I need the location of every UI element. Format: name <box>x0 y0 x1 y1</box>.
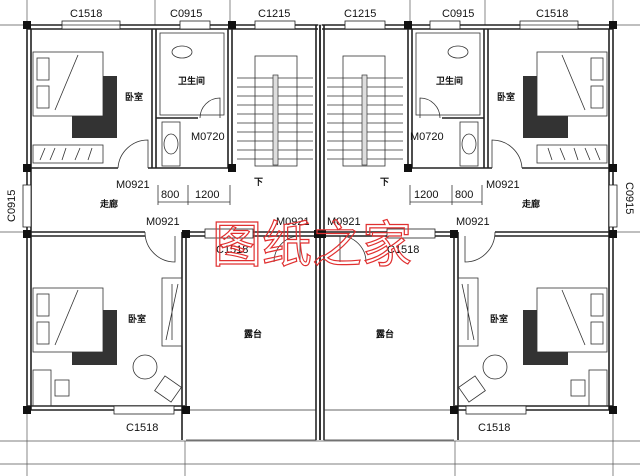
window-label: C1518 <box>478 422 510 434</box>
stair-down-label: 下 <box>254 177 263 188</box>
watermark: 图纸之家 <box>212 216 412 274</box>
window-label: C1215 <box>258 8 290 20</box>
window-label: C1518 <box>70 8 102 20</box>
window-label: C1518 <box>536 8 568 20</box>
door-label: M0921 <box>276 216 310 228</box>
room-label-terrace: 露台 <box>376 328 394 340</box>
room-label-bathroom: 卫生间 <box>436 75 463 87</box>
window-label: C0915 <box>6 190 18 222</box>
room-label-terrace: 露台 <box>244 328 262 340</box>
door-label: M0720 <box>410 131 444 143</box>
door-label: M0921 <box>146 216 180 228</box>
dimension-label: 800 <box>161 189 179 201</box>
room-label-bedroom: 卧室 <box>125 91 143 103</box>
window-label: C0915 <box>442 8 474 20</box>
window-label: C1518 <box>387 244 419 256</box>
window-label: C1518 <box>216 244 248 256</box>
door-label: M0921 <box>456 216 490 228</box>
window-label: C1518 <box>126 422 158 434</box>
door-label: M0720 <box>191 131 225 143</box>
window-label: C0915 <box>170 8 202 20</box>
room-label-corridor: 走廊 <box>521 198 540 210</box>
stair-down-label: 下 <box>380 177 389 188</box>
door-label: M0921 <box>486 179 520 191</box>
dimension-label: 800 <box>455 189 473 201</box>
window-label: C1215 <box>344 8 376 20</box>
room-label-bedroom: 卧室 <box>497 91 515 103</box>
room-label-corridor: 走廊 <box>99 198 118 210</box>
door-label: M0921 <box>116 179 150 191</box>
room-label-bedroom: 卧室 <box>490 313 508 325</box>
window-label: C0915 <box>623 182 635 214</box>
door-label: M0921 <box>327 216 361 228</box>
room-label-bedroom: 卧室 <box>128 313 146 325</box>
dimension-label: 1200 <box>414 189 438 201</box>
dimension-label: 1200 <box>195 189 219 201</box>
room-label-bathroom: 卫生间 <box>178 75 205 87</box>
